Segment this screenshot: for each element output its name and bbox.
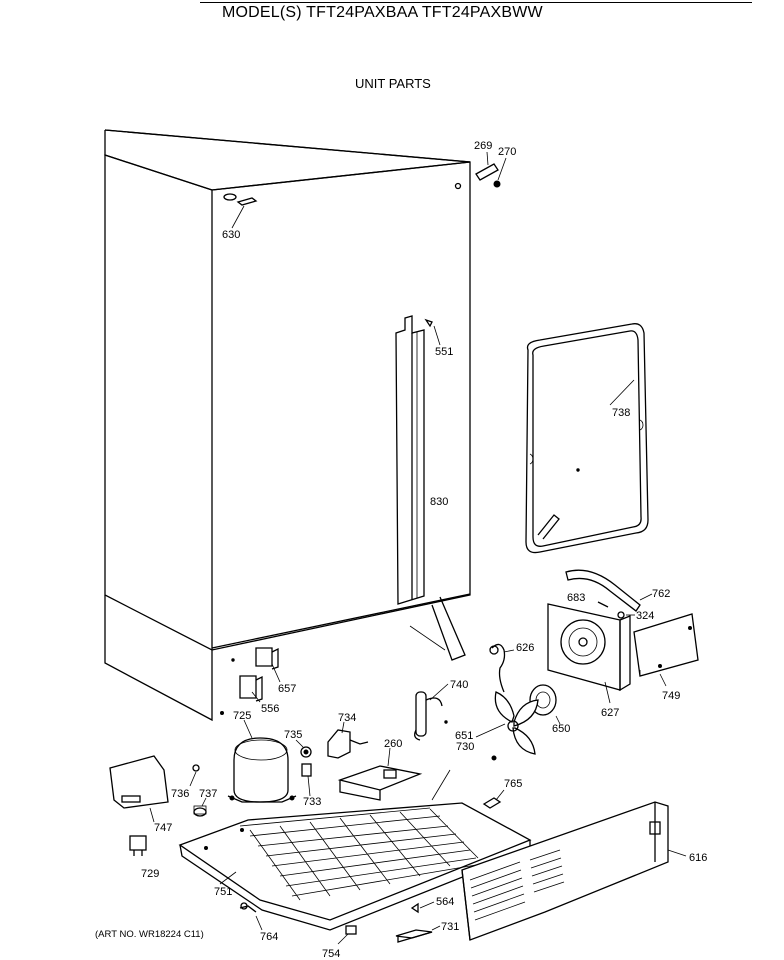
part-564-731-754-764 (239, 901, 441, 945)
label-324: 324 (636, 610, 654, 622)
part-627-fan-bracket (547, 603, 631, 704)
part-765 (482, 789, 505, 809)
part-735-733 (295, 739, 312, 797)
label-630: 630 (222, 229, 240, 241)
center-channel-830 (395, 315, 425, 605)
label-738: 738 (612, 407, 630, 419)
art-number: (ART NO. WR18224 C11) (95, 929, 204, 940)
part-747-736-737-729 (109, 755, 207, 856)
label-269: 269 (474, 140, 492, 152)
label-765: 765 (504, 778, 522, 790)
label-747: 747 (154, 822, 172, 834)
part-749-cover (633, 613, 699, 687)
label-627: 627 (601, 707, 619, 719)
part-725-compressor (227, 719, 297, 803)
part-626 (489, 643, 515, 693)
label-749: 749 (662, 690, 680, 702)
label-626: 626 (516, 642, 534, 654)
part-630 (223, 193, 258, 229)
label-764: 764 (260, 931, 278, 943)
label-729: 729 (141, 868, 159, 880)
label-762: 762 (652, 588, 670, 600)
label-556: 556 (261, 703, 279, 715)
part-269-270 (475, 151, 507, 188)
label-731: 731 (441, 921, 459, 933)
callout-labels: 269 270 630 551 738 830 762 683 324 626 … (141, 140, 707, 960)
part-762-683-324 (565, 569, 653, 619)
part-551 (424, 318, 441, 346)
label-737: 737 (199, 788, 217, 800)
label-736: 736 (171, 788, 189, 800)
label-657: 657 (278, 683, 296, 695)
label-564: 564 (436, 896, 454, 908)
label-270: 270 (498, 146, 516, 158)
label-733: 733 (303, 796, 321, 808)
label-735: 735 (284, 729, 302, 741)
part-616-panel (461, 801, 687, 941)
label-751: 751 (214, 886, 232, 898)
label-260: 260 (384, 738, 402, 750)
part-734 (327, 721, 369, 759)
section-title: UNIT PARTS (355, 76, 431, 91)
label-651: 651 (455, 730, 473, 742)
model-title: MODEL(S) TFT24PAXBAA TFT24PAXBWW (222, 4, 543, 21)
label-740: 740 (450, 679, 468, 691)
label-730: 730 (456, 741, 474, 753)
header-rule (200, 2, 752, 3)
label-551: 551 (435, 346, 453, 358)
label-725: 725 (233, 710, 251, 722)
part-730-751-condenser-tray (178, 769, 532, 931)
label-683: 683 (567, 592, 585, 604)
label-734: 734 (338, 712, 356, 724)
part-738-frame (525, 323, 649, 554)
label-616: 616 (689, 852, 707, 864)
part-651-fan-blade (475, 691, 539, 761)
part-740 (414, 683, 449, 741)
part-260 (337, 747, 423, 801)
label-830: 830 (430, 496, 448, 508)
label-650: 650 (552, 723, 570, 735)
label-754: 754 (322, 948, 340, 960)
cabinet (104, 129, 471, 722)
part-657-556 (239, 647, 281, 703)
